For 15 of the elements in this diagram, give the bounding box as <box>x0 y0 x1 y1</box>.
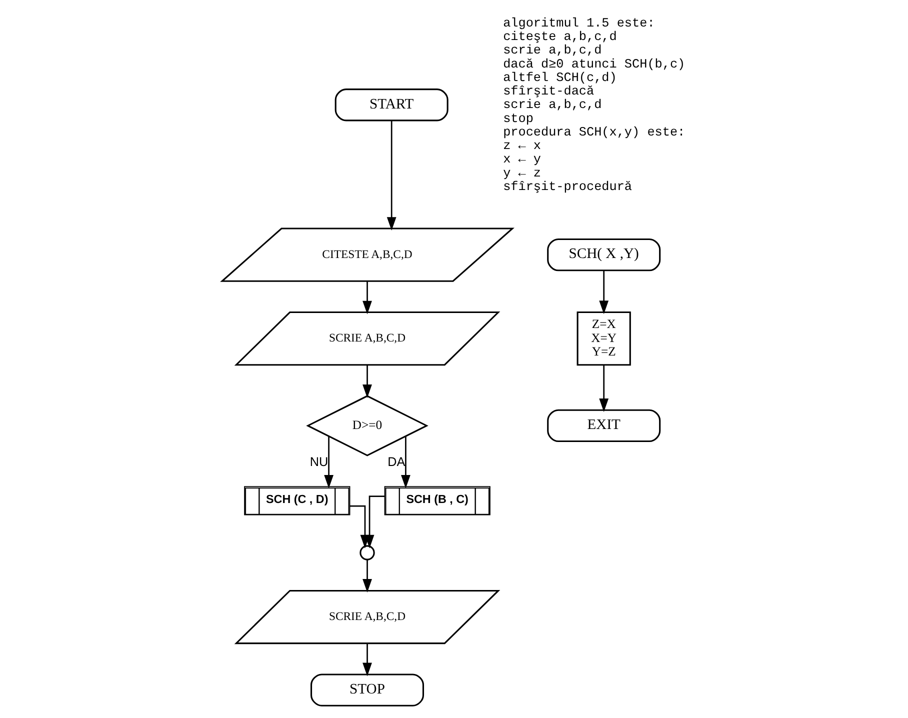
label: y ← z <box>502 165 541 180</box>
label: sfîrşit-dacă <box>502 84 594 99</box>
label: sfîrşit-procedură <box>502 178 632 194</box>
label: procedura SCH(x,y) este: <box>502 124 685 140</box>
edge-label: NU <box>309 455 328 470</box>
label: scrie a,b,c,d <box>502 42 602 58</box>
label: stop <box>502 110 533 126</box>
label: dacă d≥0 atunci SCH(b,c) <box>502 56 685 72</box>
edge-label: DA <box>387 455 405 470</box>
label: scrie a,b,c,d <box>502 97 602 112</box>
label: altfel SCH(c,d) <box>502 70 616 85</box>
label: z ← x <box>502 138 541 154</box>
label: algoritmul 1.5 este: <box>502 15 654 30</box>
label: x ← y <box>502 152 541 167</box>
label: citeşte a,b,c,d <box>502 29 616 44</box>
